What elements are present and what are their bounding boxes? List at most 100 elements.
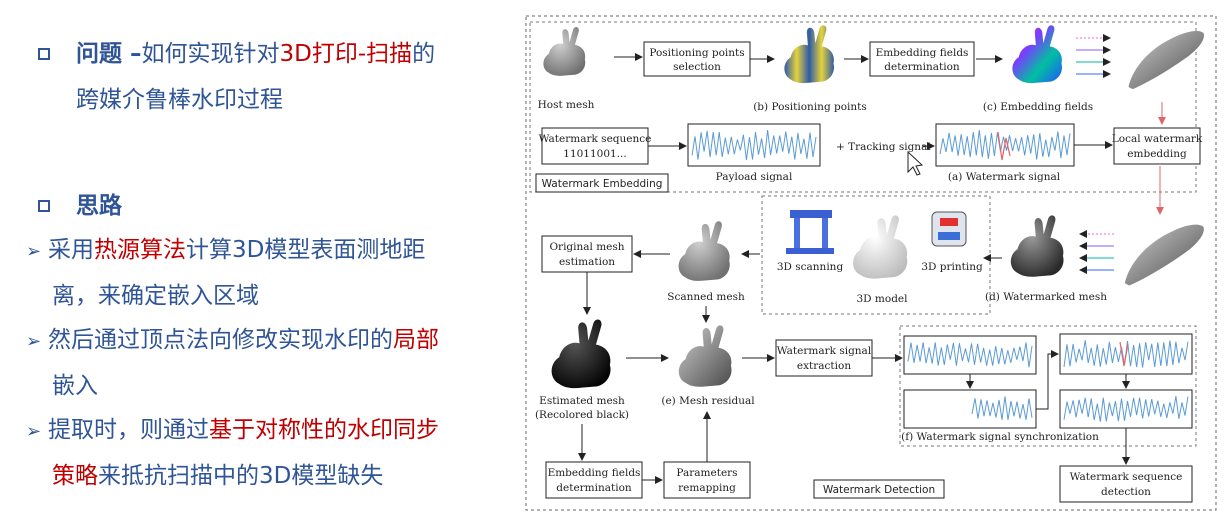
embedding-title-box: [535, 173, 669, 193]
square-bullet-icon: [38, 200, 50, 212]
arrow-bullet-icon: ➢: [26, 421, 42, 442]
scanning-label: 3D scanning: [777, 261, 844, 273]
estimated-caption-1: Estimated mesh: [539, 395, 625, 407]
payload-box: [687, 123, 821, 167]
scanner-icon: [786, 210, 834, 254]
positioning-box-line-2: selection: [673, 61, 721, 73]
local-embedding-box: [1113, 127, 1201, 165]
detection-title: Watermark Detection: [823, 484, 935, 496]
mouse-cursor-icon: [907, 150, 924, 176]
bullet-3-line-2: 策略来抵抗扫描中的3D模型缺失: [52, 456, 383, 490]
estimated-black-bunny: [551, 319, 611, 389]
residual-caption: (e) Mesh residual: [661, 395, 755, 407]
model-label: 3D model: [856, 293, 908, 305]
watermarked-bunny: [1010, 215, 1064, 277]
figure-border: [525, 15, 1217, 511]
bullet-1-line-1: ➢ 采用热源算法计算3D模型表面测地距: [26, 230, 425, 264]
local-box-line-2: embedding: [1127, 148, 1187, 160]
arrow-bullet-icon: ➢: [26, 241, 42, 262]
bullet-text-red: 热源算法: [94, 237, 186, 263]
ef-box-line-2: determination: [556, 482, 632, 494]
sync-wave-1: [907, 342, 1033, 368]
printer-icon: [931, 211, 967, 247]
problem-dash: –: [122, 41, 142, 67]
extraction-box: [775, 339, 873, 377]
printed-3d-model: [853, 215, 908, 279]
embedding-title: Watermark Embedding: [542, 178, 663, 190]
bullet-2-line-1: ➢ 然后通过顶点法向修改实现水印的局部: [26, 320, 439, 354]
bullet-text-red: 基于对称性的水印同步: [209, 417, 439, 443]
color-arrows: [1076, 34, 1111, 78]
problem-line-2: 跨媒介鲁棒水印过程: [76, 87, 283, 113]
bullet-text: 然后通过顶点法向修改实现水印的: [48, 327, 393, 353]
fields-caption: (c) Embedding fields: [983, 101, 1093, 113]
embedding-fields-bunny: [1012, 25, 1063, 84]
host-mesh-bunny: [543, 27, 586, 76]
sync-caption: (f) Watermark signal synchronization: [901, 431, 1099, 443]
wseq-box-line-2: detection: [1101, 486, 1151, 498]
sync-wave-2: [971, 396, 1033, 420]
surface-patch: [1128, 30, 1205, 90]
original-estimation-box: [541, 235, 633, 273]
orig-box-line-1: Original mesh: [549, 241, 624, 253]
extract-box-line-2: extraction: [797, 360, 851, 372]
problem-text-a: 如何实现针对: [141, 41, 280, 67]
idea-heading: 思路: [38, 186, 122, 220]
bullet-2-line-2: 嵌入: [52, 373, 98, 399]
param-box: [663, 461, 751, 499]
sync-signal-2: [903, 389, 1037, 429]
ef-box: [545, 461, 643, 499]
tracking-segment: [997, 131, 1011, 161]
local-box-line-1: Local watermark: [1112, 133, 1203, 145]
param-box-line-1: Parameters: [676, 467, 737, 479]
problem-text-b: 的: [412, 41, 436, 67]
idea-title: 思路: [76, 193, 122, 219]
wseq-box-line-1: Watermark sequence: [1070, 471, 1183, 483]
scanned-caption: Scanned mesh: [667, 291, 745, 303]
bullet-3-line-1: ➢ 提取时，则通过基于对称性的水印同步: [26, 410, 439, 444]
extract-box-line-1: Watermark signal: [777, 345, 872, 357]
payload-caption: Payload signal: [716, 171, 793, 183]
sequence-detection-box: [1059, 465, 1193, 503]
sequence-box-line-2: 11011001...: [563, 148, 626, 160]
residual-bunny: [678, 325, 732, 387]
positioning-points-bunny: [784, 25, 835, 84]
watermarked-patch: [1124, 224, 1204, 286]
ef-box-line-1: Embedding fields: [548, 467, 641, 479]
color-arrows-2: [1079, 230, 1114, 274]
bullet-text: 来抵抗扫描中的3D模型缺失: [98, 463, 384, 489]
watermark-caption: (a) Watermark signal: [948, 171, 1061, 183]
watermark-pipeline-diagram: Host mesh Positioning points selection (…: [525, 15, 1217, 511]
arrow-bullet-icon: ➢: [26, 331, 42, 352]
scanned-bunny: [678, 221, 730, 281]
problem-text-red: 3D打印-扫描: [279, 41, 413, 67]
positioning-box: [643, 41, 751, 77]
fields-box-line-2: determination: [884, 61, 960, 73]
bullet-text-red: 局部: [393, 327, 439, 353]
arrow: [1036, 350, 1059, 410]
estimated-caption-2: (Recolored black): [535, 409, 629, 421]
sync-region: [899, 325, 1197, 447]
print-scan-region: [761, 195, 991, 315]
slide-text-panel: 问题 –如何实现针对3D打印-扫描的 跨媒介鲁棒水印过程 思路 ➢ 采用热源算法计…: [0, 0, 520, 518]
bullet-text: 采用: [48, 237, 94, 263]
sync-signal-1: [903, 335, 1037, 375]
detection-title-box: [813, 479, 945, 499]
payload-wave: [691, 129, 817, 161]
bullet-text: 提取时，则通过: [48, 417, 209, 443]
problem-title: 问题: [76, 41, 122, 67]
tracking-label: + Tracking signal: [836, 141, 931, 153]
problem-line-1: 问题 –如何实现针对3D打印-扫描的: [38, 34, 435, 68]
sync-wave-4: [1063, 396, 1189, 422]
param-box-line-2: remapping: [678, 482, 736, 494]
square-bullet-icon: [38, 48, 50, 60]
sequence-box-line-1: Watermark sequence: [539, 133, 652, 145]
fields-box-line-1: Embedding fields: [876, 47, 969, 59]
host-mesh-label: Host mesh: [538, 99, 595, 111]
sync-tracking-segment: [1119, 341, 1129, 367]
watermarked-caption: (d) Watermarked mesh: [985, 291, 1107, 303]
bullet-1-line-2: 离，来确定嵌入区域: [52, 283, 259, 309]
fields-box: [869, 41, 975, 77]
orig-box-line-2: estimation: [559, 256, 615, 268]
bullet-text: 计算3D模型表面测地距: [186, 237, 426, 263]
